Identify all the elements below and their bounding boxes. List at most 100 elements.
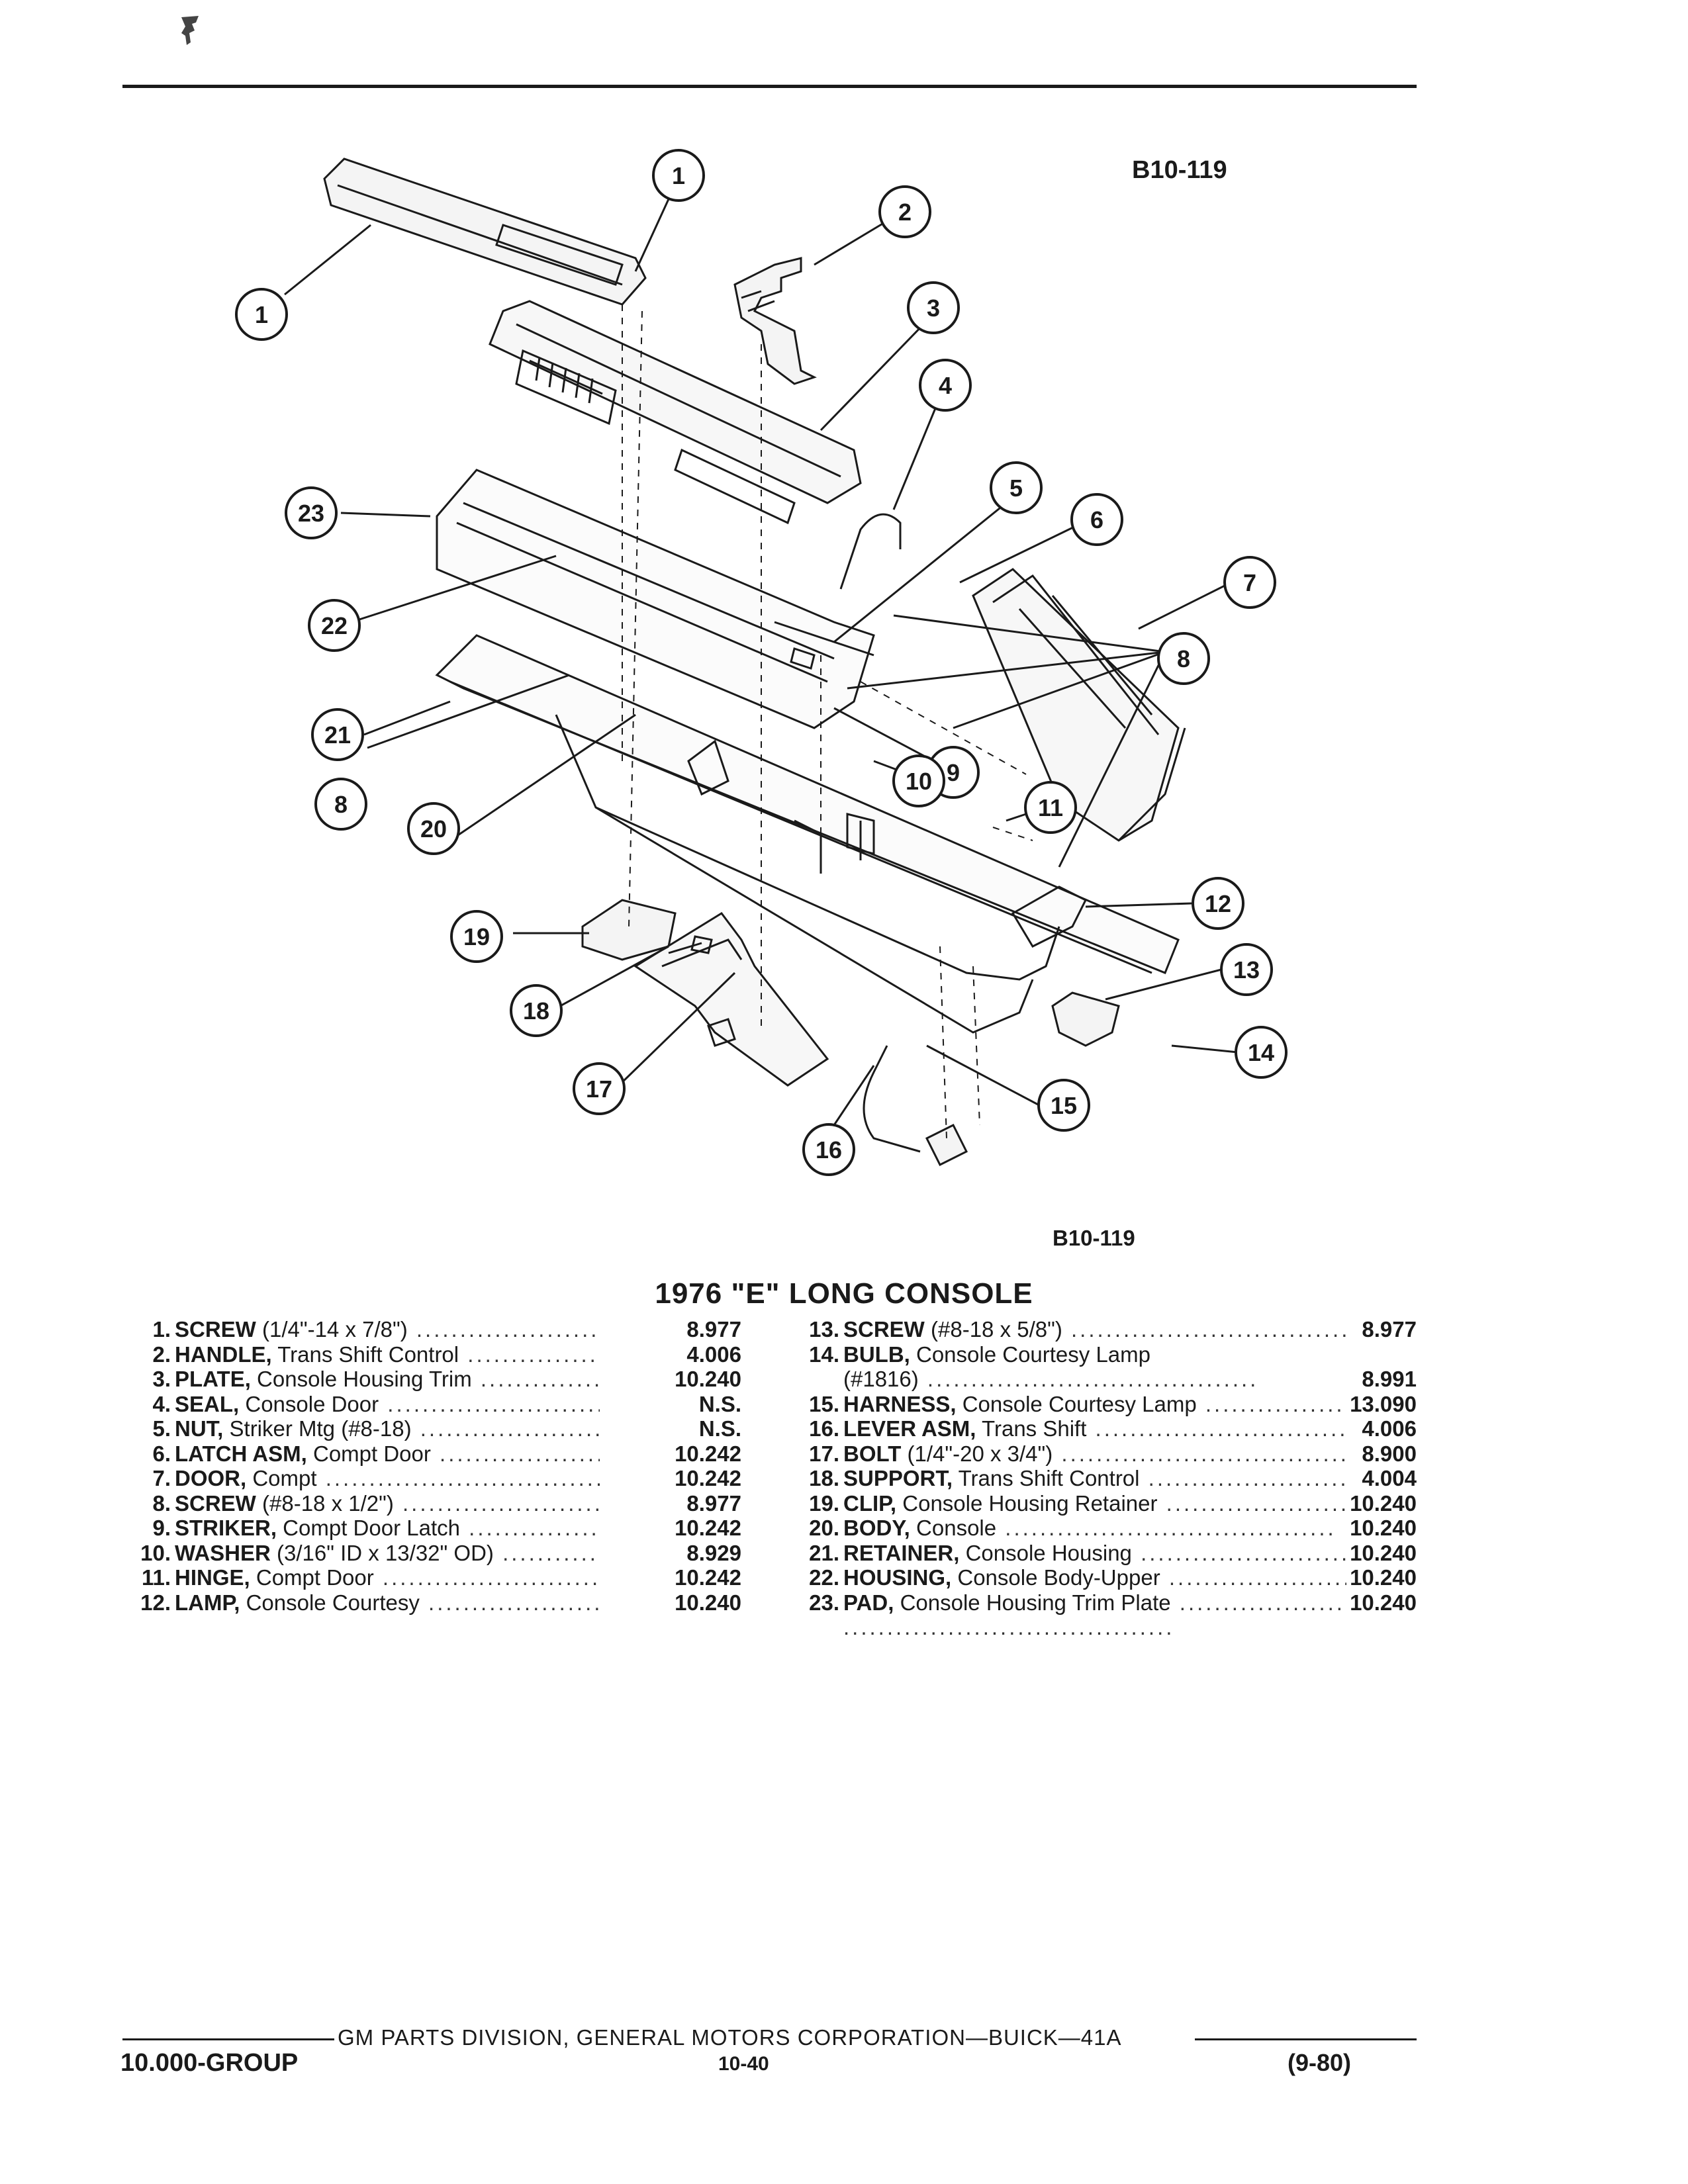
leader-dots: ......................................: [1095, 1416, 1346, 1441]
part-desc: (#8-18 x 5/8"): [924, 1317, 1062, 1342]
leader-dots: ......................................: [502, 1540, 600, 1565]
part-number: 13.: [809, 1317, 839, 1342]
parts-row: 13.SCREW (#8-18 x 5/8") ................…: [788, 1317, 1417, 1342]
parts-row: 11.HINGE, Compt Door ...................…: [119, 1565, 741, 1590]
parts-row: 10.WASHER (3/16" ID x 13/32" OD) .......…: [119, 1541, 741, 1566]
footer-page-number: 10-40: [718, 2053, 769, 2075]
part-number: 21.: [809, 1540, 839, 1565]
group-number: 8.900: [1362, 1441, 1417, 1466]
figure-id-bottom: B10-119: [1053, 1226, 1135, 1250]
part-number: 8.: [152, 1490, 171, 1516]
parts-list-left: 1.SCREW (1/4"-14 x 7/8") ...............…: [119, 1317, 741, 1615]
callout-label: 10: [906, 768, 932, 795]
callout-label: 22: [321, 612, 348, 639]
parts-row: ......................................: [788, 1615, 1417, 1640]
parts-row: 9.STRIKER, Compt Door Latch ............…: [119, 1516, 741, 1541]
parts-row: 14.BULB, Console Courtesy Lamp: [788, 1342, 1417, 1367]
group-number: 10.240: [675, 1590, 741, 1615]
leader-dots: ......................................: [325, 1466, 600, 1490]
leader-dots: ......................................: [1070, 1317, 1346, 1342]
footer-rule-left: [122, 2038, 334, 2040]
group-number: N.S.: [698, 1416, 741, 1441]
exploded-diagram: 1 2 3 4 5 6 7 8 9 10 11 12 13 14 15 16 1…: [235, 149, 1288, 1176]
group-number: 10.242: [675, 1466, 741, 1490]
part-name: SCREW: [175, 1317, 256, 1342]
callout-label: 3: [927, 295, 940, 322]
corner-mark-icon: [181, 16, 199, 45]
callout-8: [1157, 632, 1210, 685]
callout-label: 15: [1051, 1092, 1077, 1119]
part-number: 4.: [152, 1391, 171, 1416]
callout-8b: [314, 778, 367, 831]
leader-dots: ......................................: [918, 1367, 1259, 1391]
part-desc: Console Courtesy: [240, 1590, 420, 1615]
callout-21: [311, 708, 364, 761]
callout-20: [407, 802, 460, 855]
callout-19: [450, 910, 503, 963]
parts-row: 16.LEVER ASM, Trans Shift ..............…: [788, 1416, 1417, 1441]
page-title: 1976 "E" LONG CONSOLE: [655, 1277, 1033, 1310]
part-desc: Console Housing Trim Plate: [894, 1590, 1171, 1615]
part-name: LAMP,: [175, 1590, 240, 1615]
footer-company: GM PARTS DIVISION, GENERAL MOTORS CORPOR…: [338, 2025, 1122, 2050]
callout-label: 6: [1090, 506, 1103, 533]
callout-17: [573, 1062, 626, 1115]
leader-dots: ......................................: [469, 1516, 600, 1540]
group-number: 10.242: [675, 1441, 741, 1466]
part-desc: Striker Mtg (#8-18): [223, 1416, 412, 1441]
part-name: BOLT: [843, 1441, 902, 1466]
parts-row: 6.LATCH ASM, Compt Door ................…: [119, 1441, 741, 1467]
leader-dots: ......................................: [382, 1565, 600, 1590]
part-name: SEAL,: [175, 1391, 240, 1416]
part-number: 7.: [152, 1466, 171, 1490]
part-desc: (#8-18 x 1/2"): [256, 1490, 394, 1516]
part-number: 1.: [152, 1317, 171, 1342]
group-number: 8.977: [686, 1317, 741, 1342]
group-number: 10.240: [1350, 1490, 1417, 1516]
part-desc: Console Courtesy Lamp: [956, 1391, 1197, 1416]
parts-row: 15.HARNESS, Console Courtesy Lamp ......…: [788, 1392, 1417, 1417]
callout-5: [990, 461, 1043, 514]
callout-2: [878, 185, 931, 238]
footer-date: (9-80): [1288, 2049, 1352, 2076]
group-number: 13.090: [1350, 1391, 1417, 1416]
parts-row: 2.HANDLE, Trans Shift Control ..........…: [119, 1342, 741, 1367]
callout-16: [802, 1123, 855, 1176]
parts-row: 12.LAMP, Console Courtesy ..............…: [119, 1590, 741, 1615]
part-desc: Trans Shift: [976, 1416, 1087, 1441]
part-number: 22.: [809, 1565, 839, 1590]
group-number: 10.240: [1350, 1540, 1417, 1565]
parts-row: 3.PLATE, Console Housing Trim ..........…: [119, 1367, 741, 1392]
callout-label: 20: [420, 815, 447, 842]
parts-row: 18.SUPPORT, Trans Shift Control ........…: [788, 1466, 1417, 1491]
part-number: 18.: [809, 1466, 839, 1490]
part-name: PLATE,: [175, 1367, 251, 1391]
callout-label: 21: [324, 721, 351, 749]
callout-1: [652, 149, 705, 202]
leader-dots: ......................................: [467, 1342, 600, 1367]
callout-label: 18: [523, 997, 549, 1024]
parts-row: 23.PAD, Console Housing Trim Plate .....…: [788, 1590, 1417, 1615]
leader-dots: ......................................: [1141, 1540, 1346, 1565]
group-number: 10.242: [675, 1516, 741, 1540]
part-desc: Console Housing: [959, 1540, 1132, 1565]
callout-label: 19: [463, 923, 490, 950]
parts-row: 1.SCREW (1/4"-14 x 7/8") ...............…: [119, 1317, 741, 1342]
part-name: HINGE,: [175, 1565, 250, 1590]
part-desc: (1/4"-20 x 3/4"): [901, 1441, 1053, 1466]
group-number: 4.006: [1362, 1416, 1417, 1441]
parts-row: 7.DOOR, Compt ..........................…: [119, 1466, 741, 1491]
leader-dots: ......................................: [843, 1615, 1175, 1639]
group-number: 8.991: [1362, 1367, 1417, 1391]
callout-label: 11: [1038, 794, 1063, 821]
figure-id-top: B10-119: [1132, 156, 1227, 184]
part-number: 11.: [141, 1565, 171, 1590]
callout-label: 13: [1233, 956, 1260, 983]
group-number: 10.242: [675, 1565, 741, 1590]
callout-label: 8: [1177, 645, 1190, 672]
part-desc: Trans Shift Control: [953, 1466, 1140, 1490]
leader-dots: ......................................: [420, 1416, 600, 1441]
callout-label: 8: [334, 791, 348, 818]
group-number: 10.240: [1350, 1565, 1417, 1590]
part-desc: Console Housing Retainer: [896, 1490, 1158, 1516]
